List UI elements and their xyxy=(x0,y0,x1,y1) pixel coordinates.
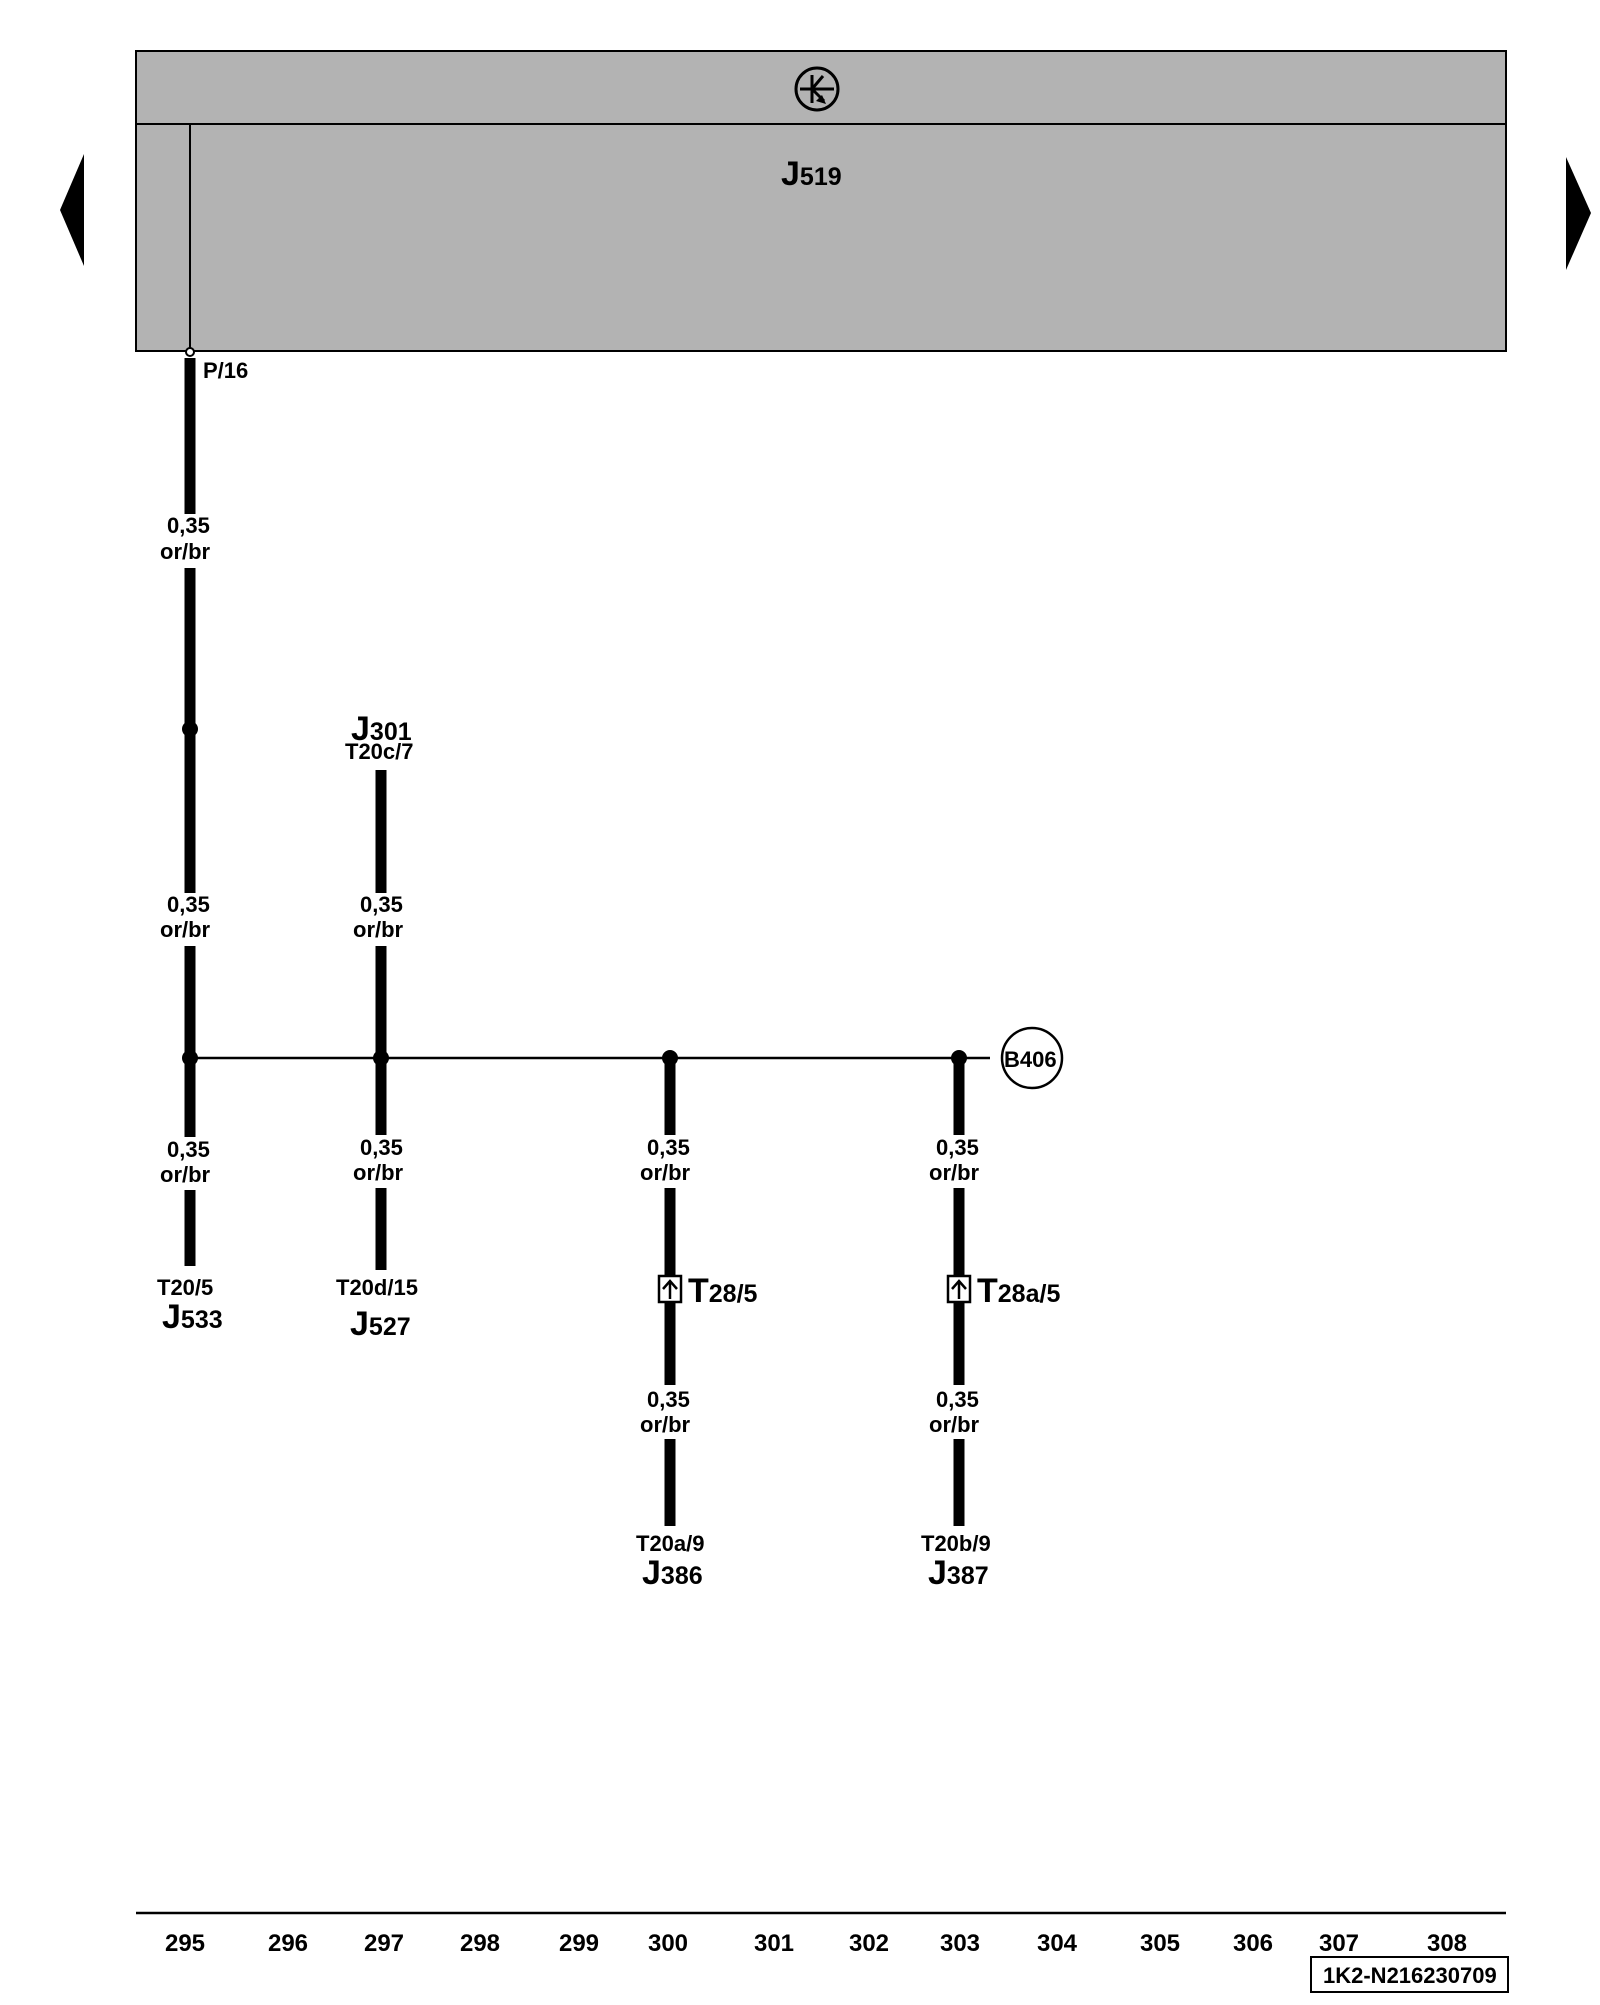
pin-label-j527: T20d/15 xyxy=(336,1275,418,1300)
document-id: 1K2-N216230709 xyxy=(1310,1956,1509,1993)
svg-text:or/br: or/br xyxy=(353,1160,404,1185)
svg-text:or/br: or/br xyxy=(160,1162,211,1187)
branch-j387: 0,35 or/br T28a/5 0,35 or/br T20b/9 J387 xyxy=(921,1058,1060,1592)
can-bus-gateway-icon xyxy=(794,66,840,112)
branch-j527: 0,35 or/br T20d/15 J527 xyxy=(336,1058,418,1343)
track-number: 295 xyxy=(165,1930,205,1957)
svg-text:0,35: 0,35 xyxy=(360,892,403,917)
track-number: 301 xyxy=(754,1930,794,1957)
svg-text:or/br: or/br xyxy=(640,1412,691,1437)
connector-icon xyxy=(946,1274,972,1304)
svg-text:or/br: or/br xyxy=(353,917,404,942)
svg-text:1K2-N216230709: 1K2-N216230709 xyxy=(1323,1963,1497,1988)
svg-text:or/br: or/br xyxy=(160,539,211,564)
connector-label-t28a: T28a/5 xyxy=(977,1272,1060,1310)
pin-label-j301: T20c/7 xyxy=(345,739,414,764)
component-label-j386: J386 xyxy=(642,1554,703,1592)
track-number: 302 xyxy=(849,1930,889,1957)
pin-label-j387: T20b/9 xyxy=(921,1531,991,1556)
connector-label-t28: T28/5 xyxy=(688,1272,758,1310)
track-number: 307 xyxy=(1319,1930,1359,1957)
pin-label-j386: T20a/9 xyxy=(636,1531,705,1556)
track-ruler: 295 296 297 298 299 300 301 302 303 304 305 306 307 3… xyxy=(165,1930,1467,1957)
track-number: 296 xyxy=(268,1930,308,1957)
component-label-j533: J533 xyxy=(162,1298,223,1336)
track-number: 308 xyxy=(1427,1930,1467,1957)
splice-bus: B406 xyxy=(182,1026,1064,1090)
svg-text:0,35: 0,35 xyxy=(936,1135,979,1160)
component-label-j527: J527 xyxy=(350,1305,411,1343)
trunk-junction-dot xyxy=(182,721,198,737)
module-body xyxy=(135,123,1507,352)
wire-spec-trunk-1: 0,35 or/br xyxy=(160,513,211,564)
track-number: 298 xyxy=(460,1930,500,1957)
arrow-left-icon[interactable] xyxy=(60,154,84,266)
control-module-j519: J519 P/16 xyxy=(135,50,1507,383)
svg-text:or/br: or/br xyxy=(640,1160,691,1185)
svg-text:0,35: 0,35 xyxy=(647,1135,690,1160)
module-label: J519 xyxy=(781,155,842,193)
track-number: 297 xyxy=(364,1930,404,1957)
svg-text:0,35: 0,35 xyxy=(167,513,210,538)
splice-label: B406 xyxy=(1004,1047,1057,1072)
track-number: 300 xyxy=(648,1930,688,1957)
branch-j533: 0,35 or/br T20/5 J533 xyxy=(157,1058,223,1336)
svg-text:or/br: or/br xyxy=(160,917,211,942)
connector-icon xyxy=(657,1274,683,1304)
arrow-right-icon[interactable] xyxy=(1566,157,1591,270)
track-number: 305 xyxy=(1140,1930,1180,1957)
module-pin-terminal xyxy=(185,347,195,357)
track-number: 306 xyxy=(1233,1930,1273,1957)
module-pin-label: P/16 xyxy=(203,358,248,383)
svg-text:0,35: 0,35 xyxy=(167,1137,210,1162)
trunk-wire xyxy=(182,358,198,1058)
svg-text:0,35: 0,35 xyxy=(167,892,210,917)
branch-j386: 0,35 or/br T28/5 0,35 or/br T20a/9 J386 xyxy=(636,1058,758,1592)
svg-text:or/br: or/br xyxy=(929,1412,980,1437)
track-number: 304 xyxy=(1037,1930,1078,1957)
svg-text:0,35: 0,35 xyxy=(936,1387,979,1412)
wire-spec-trunk-2: 0,35 or/br xyxy=(160,892,211,942)
track-number: 303 xyxy=(940,1930,980,1957)
svg-text:0,35: 0,35 xyxy=(360,1135,403,1160)
svg-text:0,35: 0,35 xyxy=(647,1387,690,1412)
splice-marker xyxy=(1000,1026,1064,1090)
track-number: 299 xyxy=(559,1930,599,1957)
pin-label-j533: T20/5 xyxy=(157,1275,213,1300)
component-label-j387: J387 xyxy=(928,1554,989,1592)
branch-j301: J301 T20c/7 0,35 or/br xyxy=(345,710,414,1058)
component-label-j301: J301 xyxy=(351,710,412,748)
svg-text:or/br: or/br xyxy=(929,1160,980,1185)
